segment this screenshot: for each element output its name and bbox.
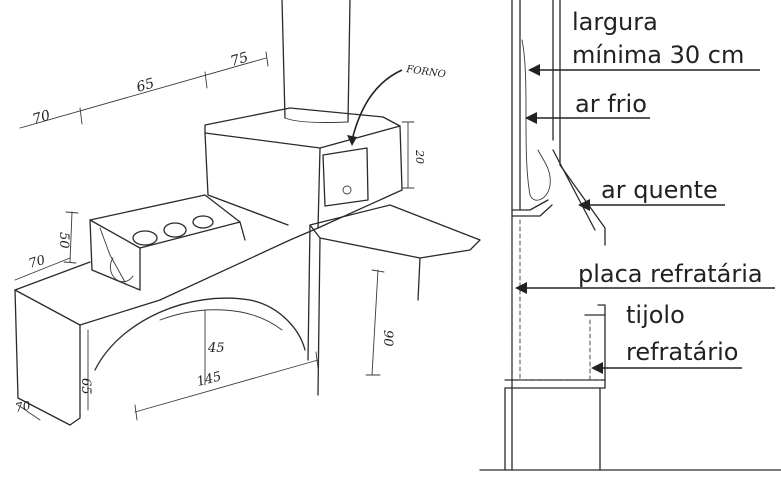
oven-door: [322, 147, 369, 207]
burner-2: [163, 222, 187, 238]
label-tijolo: tijolo: [626, 301, 685, 329]
label-minima: mínima 30 cm: [572, 41, 744, 69]
dim-50: 50: [56, 232, 71, 249]
label-largura: largura: [572, 8, 658, 36]
dim-20: 20: [413, 149, 426, 164]
stove-sketch: 70 65 75 FORNO 20 50 70 45 145 90 65 70: [14, 0, 481, 426]
dim-75: 75: [229, 50, 251, 70]
dim-145: 145: [195, 369, 223, 390]
forno-label: FORNO: [405, 64, 447, 81]
stove-section: largura mínima 30 cm ar frio ar quente p…: [479, 0, 781, 471]
label-ar-quente: ar quente: [601, 176, 718, 204]
burner-1: [132, 230, 158, 246]
label-refratario: refratário: [626, 338, 738, 366]
label-ar-frio: ar frio: [575, 90, 647, 118]
dim-45: 45: [207, 341, 225, 356]
dim-65-low: 65: [78, 378, 93, 395]
dim-70-top: 70: [31, 108, 53, 128]
burner-3: [192, 215, 214, 229]
label-placa: placa refratária: [578, 260, 763, 288]
dim-70-low: 70: [14, 398, 32, 415]
dim-90: 90: [380, 330, 395, 347]
dim-70-left: 70: [27, 253, 47, 272]
dim-65: 65: [135, 76, 157, 96]
